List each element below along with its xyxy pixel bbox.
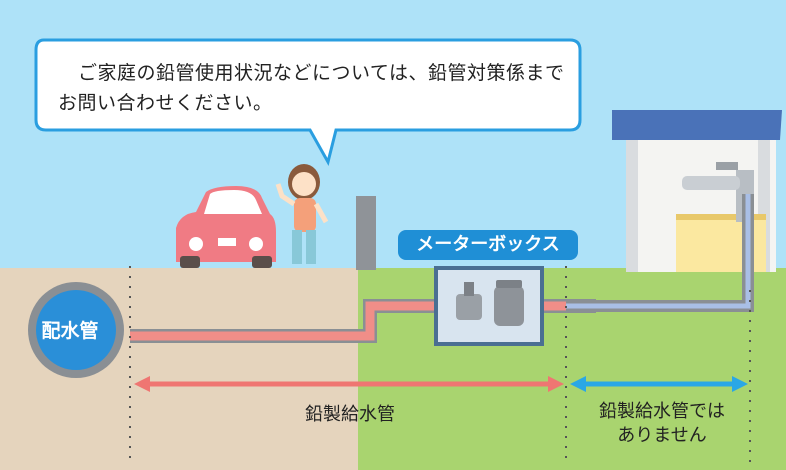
not-lead-pipe-label-line2: ありません	[617, 425, 707, 446]
lead-pipe-arrow	[134, 376, 564, 392]
speech-bubble	[34, 38, 582, 167]
meter-box	[434, 266, 544, 346]
woman-icon	[275, 164, 329, 264]
property-post	[356, 196, 376, 270]
meter-box-label: メーターボックス	[398, 230, 578, 260]
house	[612, 110, 782, 272]
lead-pipe-label: 鉛製給水管	[305, 404, 395, 425]
main-pipe-label: 配水管	[41, 320, 99, 342]
car-icon	[176, 186, 276, 268]
not-lead-pipe-label: 鉛製給水管では ありません	[582, 400, 742, 448]
not-lead-pipe-arrow	[570, 376, 748, 392]
boundary-lines	[129, 266, 751, 466]
main-pipe-icon	[28, 282, 124, 378]
not-lead-pipe-label-line1: 鉛製給水管では	[599, 401, 725, 422]
bubble-text: ご家庭の鉛管使用状況などについては、鉛管対策係までお問い合わせください。	[58, 62, 565, 114]
